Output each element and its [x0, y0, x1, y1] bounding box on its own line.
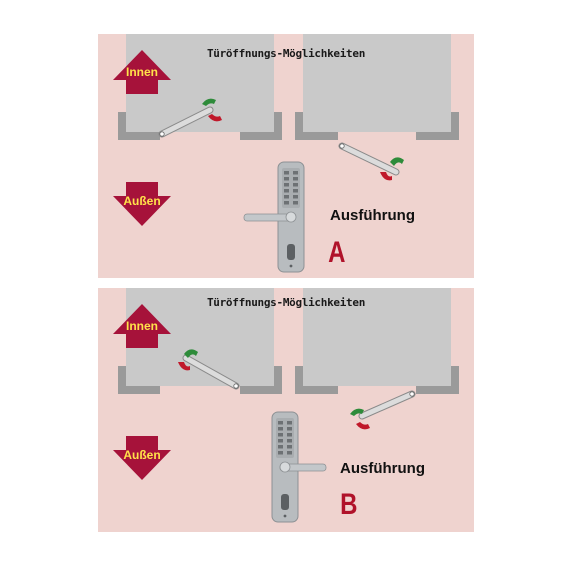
panel-variant-b: Türöffnungs-Möglichkeiten Innen Außen Au…	[98, 288, 474, 532]
door-leaf-icon	[178, 349, 240, 390]
door-leaf-icon	[350, 390, 416, 430]
panel-a-title: Türöffnungs-Möglichkeiten	[206, 47, 366, 60]
arrow-down-aussen-icon	[113, 182, 171, 226]
frame-right-b	[416, 112, 459, 140]
room-right	[303, 288, 451, 386]
frame-left-b	[295, 366, 338, 394]
aussen-label-a: Außen	[123, 194, 161, 208]
frame-right-b	[416, 366, 459, 394]
aussen-label-b: Außen	[123, 448, 161, 462]
panel-a-drawing	[113, 34, 459, 273]
panel-b-title: Türöffnungs-Möglichkeiten	[206, 296, 366, 309]
variant-letter-a: A	[328, 236, 346, 269]
door-leaf-icon	[158, 98, 222, 138]
keypad-lock-icon	[271, 411, 327, 523]
keypad-lock-icon	[243, 161, 305, 273]
arrow-down-aussen-icon	[113, 436, 171, 480]
frame-left-a	[118, 112, 160, 140]
variant-label-b: Ausführung	[340, 460, 425, 477]
frame-left-a	[118, 366, 160, 394]
frame-right-a	[240, 366, 282, 394]
variant-label-a: Ausführung	[330, 207, 415, 224]
door-leaf-icon	[338, 142, 404, 181]
innen-label-b: Innen	[126, 319, 158, 333]
room-right	[303, 34, 451, 132]
panel-variant-a: Türöffnungs-Möglichkeiten Innen Außen Au…	[98, 34, 474, 278]
frame-right-a	[240, 112, 282, 140]
arrow-up-innen-icon	[113, 50, 171, 94]
panel-b-drawing	[113, 288, 459, 523]
variant-letter-b: B	[340, 488, 358, 521]
innen-label-a: Innen	[126, 65, 158, 79]
frame-left-b	[295, 112, 338, 140]
arrow-up-innen-icon	[113, 304, 171, 348]
